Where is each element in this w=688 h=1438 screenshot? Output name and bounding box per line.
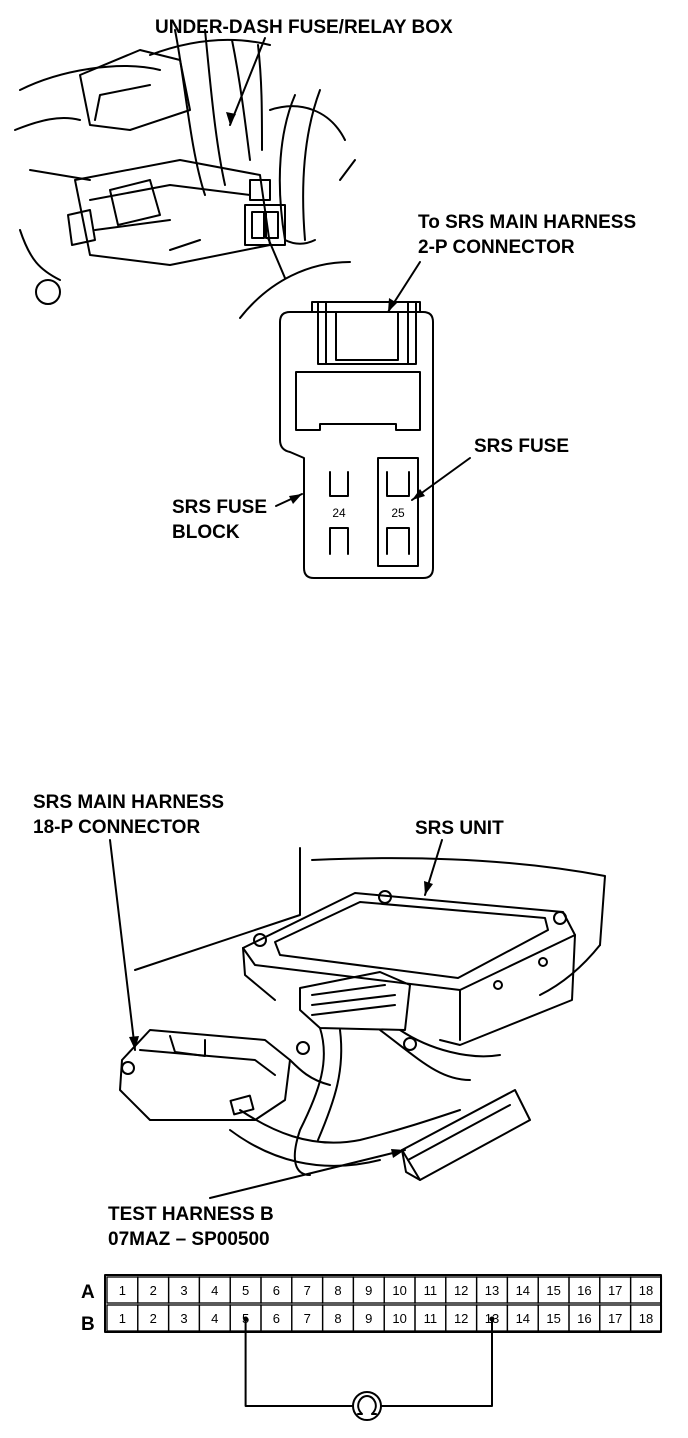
srs-fuse-block-label-line2: BLOCK xyxy=(172,522,240,543)
arrowhead-icon xyxy=(412,489,425,500)
pin-number-b-14: 14 xyxy=(516,1311,530,1326)
arrowhead-icon xyxy=(226,112,236,125)
srs-main-harness-18p-label-line2: 18-P CONNECTOR xyxy=(33,817,200,838)
underdash-box-label: UNDER-DASH FUSE/RELAY BOX xyxy=(155,17,453,38)
pin-number-a-5: 5 xyxy=(242,1283,249,1298)
pin-number-a-12: 12 xyxy=(454,1283,468,1298)
srs-unit-illustration xyxy=(119,847,606,1181)
pin-number-b-4: 4 xyxy=(211,1311,218,1326)
arrowhead-icon xyxy=(391,1149,405,1158)
pin-number-b-1: 1 xyxy=(119,1311,126,1326)
srs-main-harness-2p-label-line2: 2-P CONNECTOR xyxy=(418,237,575,258)
pin-number-a-3: 3 xyxy=(180,1283,187,1298)
arrowhead-icon xyxy=(388,298,397,312)
test-harness-label-line2: 07MAZ – SP00500 xyxy=(108,1229,270,1250)
ohm-symbol-icon xyxy=(352,1391,382,1421)
underdash-fuse-relay-box-illustration xyxy=(14,29,356,319)
fuse-24-number: 24 xyxy=(332,506,346,520)
pin-number-a-18: 18 xyxy=(639,1283,653,1298)
pin-number-a-17: 17 xyxy=(608,1283,622,1298)
test-harness-label-line1: TEST HARNESS B xyxy=(108,1204,274,1225)
pin-number-b-3: 3 xyxy=(180,1311,187,1326)
pin-number-a-2: 2 xyxy=(150,1283,157,1298)
pin-number-b-9: 9 xyxy=(365,1311,372,1326)
pin-cell-b-18 xyxy=(629,1304,663,1332)
pin-number-b-7: 7 xyxy=(304,1311,311,1326)
pin-number-a-14: 14 xyxy=(516,1283,530,1298)
pin-number-b-11: 11 xyxy=(424,1311,438,1326)
srs-fuse-block xyxy=(279,301,434,579)
pin-number-a-6: 6 xyxy=(273,1283,280,1298)
pin-number-b-18: 18 xyxy=(639,1311,653,1326)
test-harness-leader xyxy=(209,1149,406,1199)
arrowhead-icon xyxy=(424,881,433,895)
srs-main-harness-2p-label-line1: To SRS MAIN HARNESS xyxy=(418,212,636,233)
probe-point-to xyxy=(489,1316,495,1322)
pin-number-a-9: 9 xyxy=(365,1283,372,1298)
pin-number-a-11: 11 xyxy=(424,1283,438,1298)
srs-fuse-block-label-line1: SRS FUSE xyxy=(172,497,267,518)
pin-number-a-7: 7 xyxy=(304,1283,311,1298)
pin-cell-a-18 xyxy=(629,1276,663,1304)
srs-18p-leader xyxy=(109,839,136,1051)
jumper-wire-left xyxy=(244,1318,354,1407)
fuse-25-number: 25 xyxy=(391,506,405,520)
pin-number-b-8: 8 xyxy=(334,1311,341,1326)
pin-number-b-10: 10 xyxy=(392,1311,406,1326)
pin-number-b-6: 6 xyxy=(273,1311,280,1326)
jumper-wire-right xyxy=(380,1318,493,1407)
arrowhead-icon xyxy=(289,494,302,504)
pin-number-a-10: 10 xyxy=(392,1283,406,1298)
pin-number-b-16: 16 xyxy=(577,1311,591,1326)
arrowhead-icon xyxy=(129,1036,139,1050)
srs-fuse-label: SRS FUSE xyxy=(474,436,569,457)
pin-number-a-13: 13 xyxy=(485,1283,499,1298)
pin-number-a-16: 16 xyxy=(577,1283,591,1298)
srs-unit-label: SRS UNIT xyxy=(415,818,504,839)
srs-main-harness-18p-label-line1: SRS MAIN HARNESS xyxy=(33,792,224,813)
pin-number-b-12: 12 xyxy=(454,1311,468,1326)
underdash-box-leader xyxy=(229,37,266,126)
jumper-wire xyxy=(243,1316,495,1407)
probe-point-from xyxy=(243,1316,249,1322)
pin-number-b-17: 17 xyxy=(608,1311,622,1326)
row-b-label: B xyxy=(81,1314,95,1335)
connector-pin-grid: 1234567891011121314151617181234567891011… xyxy=(104,1274,663,1333)
pin-number-a-1: 1 xyxy=(119,1283,126,1298)
pin-number-b-2: 2 xyxy=(150,1311,157,1326)
row-a-label: A xyxy=(81,1282,95,1303)
pin-number-a-4: 4 xyxy=(211,1283,218,1298)
pin-number-a-15: 15 xyxy=(546,1283,560,1298)
pin-number-a-8: 8 xyxy=(334,1283,341,1298)
pin-number-b-15: 15 xyxy=(546,1311,560,1326)
